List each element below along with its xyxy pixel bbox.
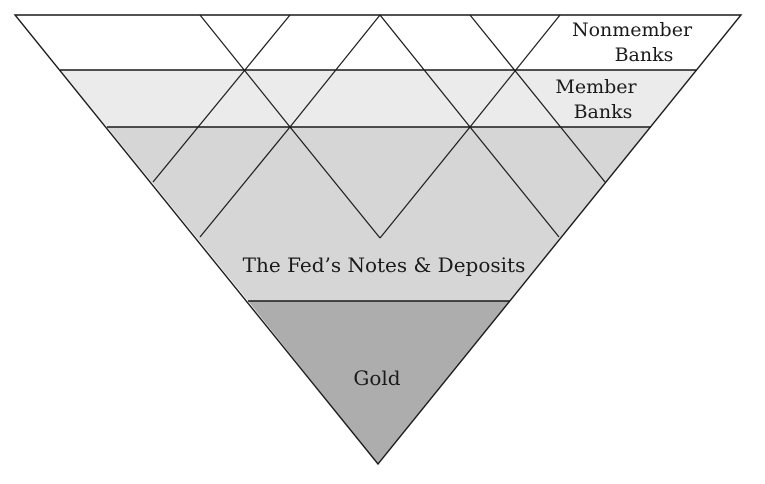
lattice-line (199, 126, 291, 238)
lattice-line (379, 14, 471, 128)
layer-member-banks (60, 70, 697, 127)
layer-gold (248, 301, 510, 464)
gold-label: Gold (353, 366, 400, 390)
member-banks-label: Banks (574, 101, 633, 123)
lattice-line (289, 126, 381, 239)
fed-notes-deposits-label: The Fed’s Notes & Deposits (243, 253, 526, 277)
nonmember-banks-label: Banks (615, 44, 674, 66)
nonmember-banks-label: Nonmember (572, 19, 693, 41)
lattice-line (469, 14, 606, 183)
layer-nonmember-banks (15, 15, 741, 70)
lattice-line (152, 14, 291, 183)
lattice-line (199, 14, 291, 128)
pyramid-outline (13, 14, 743, 466)
layer-fed-notes-deposits (107, 127, 651, 301)
lattice-lines (152, 14, 606, 239)
lattice-line (289, 14, 381, 128)
lattice-line (379, 126, 471, 239)
member-banks-label: Member (555, 76, 637, 98)
lattice-line (469, 126, 560, 238)
